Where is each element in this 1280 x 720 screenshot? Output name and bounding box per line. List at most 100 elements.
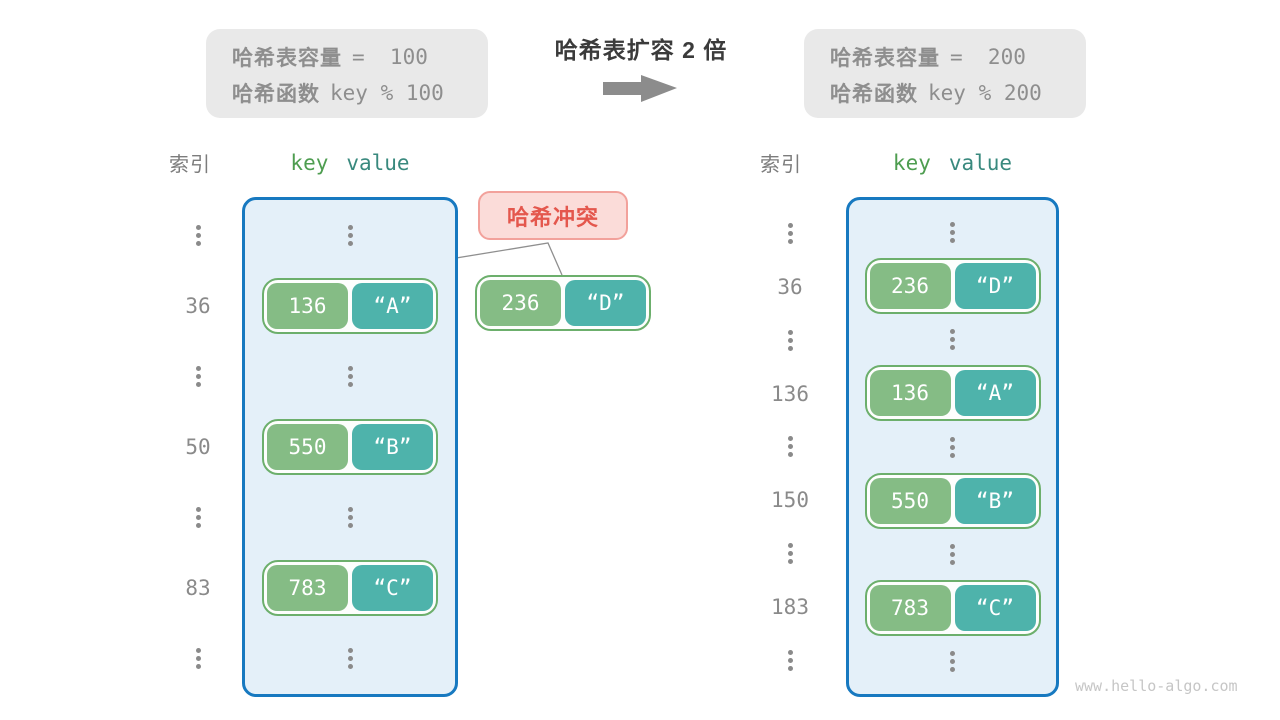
table-row: 783“C” (849, 579, 1056, 636)
ellipsis-icon (347, 224, 353, 246)
ellipsis-icon (950, 650, 955, 672)
table-row (245, 482, 455, 553)
key-box: 136 (267, 282, 348, 329)
key-value-pair: 236“D” (864, 258, 1041, 315)
dot (195, 656, 201, 662)
value-box: “D” (954, 263, 1036, 310)
index-slot: 36 (752, 260, 828, 313)
capacity-box-before: 哈希表容量 = 100 哈希函数 key % 100 (206, 29, 488, 118)
expand-title: 哈希表扩容 2 倍 (554, 37, 728, 63)
right-index-header: 索引 (760, 154, 802, 176)
dot (950, 551, 955, 557)
dot (950, 337, 955, 343)
index-slot (752, 527, 828, 580)
collision-label: 哈希冲突 (478, 191, 628, 240)
dot (950, 436, 955, 442)
key-box: 550 (869, 477, 951, 524)
index-slot (160, 623, 236, 694)
key-box: 550 (267, 424, 348, 471)
dot (787, 436, 793, 442)
dot (347, 664, 353, 670)
ellipsis-icon (787, 329, 793, 351)
key-box: 783 (267, 565, 348, 612)
table-row (849, 421, 1056, 472)
key-header: key (892, 150, 931, 175)
value-box: “C” (954, 584, 1036, 631)
ellipsis-icon (347, 365, 353, 387)
index-slot (752, 420, 828, 473)
dot (950, 452, 955, 458)
arrow-right-icon (603, 75, 677, 102)
dot (950, 329, 955, 335)
ellipsis-icon (195, 507, 201, 529)
index-label: 36 (777, 274, 803, 299)
left-index-header: 索引 (169, 154, 211, 176)
ellipsis-icon (787, 543, 793, 565)
dot (195, 648, 201, 654)
index-label: 50 (185, 435, 211, 460)
dot (787, 337, 793, 343)
left-index-column: 36 50 83 (160, 197, 236, 697)
table-row: 136“A” (849, 365, 1056, 422)
dot (195, 373, 201, 379)
dot (787, 559, 793, 565)
capacity-label: 哈希表容量 (232, 47, 342, 70)
index-label: 136 (771, 381, 809, 406)
dot (787, 329, 793, 335)
value-box: “D” (565, 280, 646, 326)
index-label: 83 (185, 576, 211, 601)
hash-function-value: key % 200 (928, 81, 1042, 105)
index-slot: 136 (752, 367, 828, 420)
dot (950, 238, 955, 244)
dot (950, 543, 955, 549)
index-slot (752, 634, 828, 687)
table-row: 783“C” (245, 553, 455, 624)
right-index-column: 36 136 150 183 (752, 197, 828, 697)
dot (950, 345, 955, 351)
ellipsis-icon (787, 649, 793, 671)
dot (787, 223, 793, 229)
ellipsis-icon (950, 329, 955, 351)
key-value-pair: 783“C” (864, 579, 1041, 636)
dot (347, 240, 353, 246)
dot (787, 452, 793, 458)
dot (347, 656, 353, 662)
ellipsis-icon (787, 436, 793, 458)
index-label: 36 (185, 293, 211, 318)
key-value-pair: 783“C” (262, 560, 438, 617)
dot (195, 664, 201, 670)
ellipsis-icon (950, 543, 955, 565)
right-kv-header: key value (846, 149, 1059, 176)
dot (195, 224, 201, 230)
dot (347, 373, 353, 379)
dot (787, 444, 793, 450)
hash-function-value: key % 100 (330, 81, 444, 105)
index-slot (752, 314, 828, 367)
value-box: “B” (954, 477, 1036, 524)
index-slot: 36 (160, 271, 236, 342)
hash-function-line: 哈希函数 key % 200 (830, 75, 1086, 111)
key-value-pair: 136“A” (262, 277, 438, 334)
dot (195, 381, 201, 387)
index-slot (160, 200, 236, 271)
hash-function-label: 哈希函数 (232, 83, 320, 106)
collision-pair-slot: 236“D” (475, 275, 651, 331)
dot (195, 365, 201, 371)
dot (787, 551, 793, 557)
dot (787, 231, 793, 237)
ellipsis-icon (195, 224, 201, 246)
ellipsis-icon (347, 648, 353, 670)
index-label: 150 (771, 488, 809, 513)
index-label: 183 (771, 594, 809, 619)
dot (347, 365, 353, 371)
ellipsis-icon (950, 222, 955, 244)
table-row (849, 207, 1056, 258)
key-box: 783 (869, 584, 951, 631)
capacity-label: 哈希表容量 (830, 47, 940, 70)
dot (195, 515, 201, 521)
index-slot: 150 (752, 474, 828, 527)
dot (787, 657, 793, 663)
key-value-pair: 550“B” (262, 419, 438, 476)
dot (195, 523, 201, 529)
